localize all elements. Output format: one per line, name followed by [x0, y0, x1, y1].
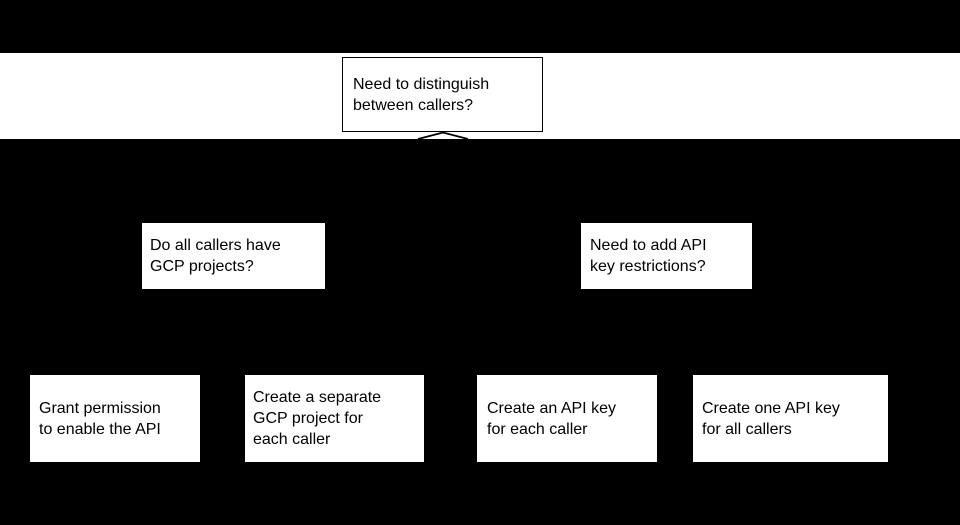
node-root-question-label: Need to distinguish between callers?	[353, 75, 490, 114]
node-root-question: Need to distinguish between callers?	[342, 57, 543, 132]
node-gcp-projects-question: Do all callers have GCP projects?	[142, 223, 325, 289]
node-create-api-key-each-caller-label: Create an API key for each caller	[487, 399, 616, 438]
node-create-separate-gcp-project-label: Create a separate GCP project for each c…	[253, 389, 382, 448]
node-grant-permission: Grant permission to enable the API	[30, 375, 200, 462]
node-create-separate-gcp-project: Create a separate GCP project for each c…	[245, 375, 424, 462]
node-grant-permission-label: Grant permission to enable the API	[39, 399, 161, 438]
node-gcp-projects-question-label: Do all callers have GCP projects?	[150, 237, 281, 275]
node-create-one-api-key-all-callers: Create one API key for all callers	[693, 375, 888, 462]
node-create-one-api-key-all-callers-label: Create one API key for all callers	[702, 399, 840, 438]
node-api-key-restrictions-question: Need to add API key restrictions?	[581, 223, 752, 289]
node-api-key-restrictions-question-label: Need to add API key restrictions?	[590, 237, 707, 275]
branch-split-connector	[417, 131, 469, 139]
node-create-api-key-each-caller: Create an API key for each caller	[477, 375, 657, 462]
